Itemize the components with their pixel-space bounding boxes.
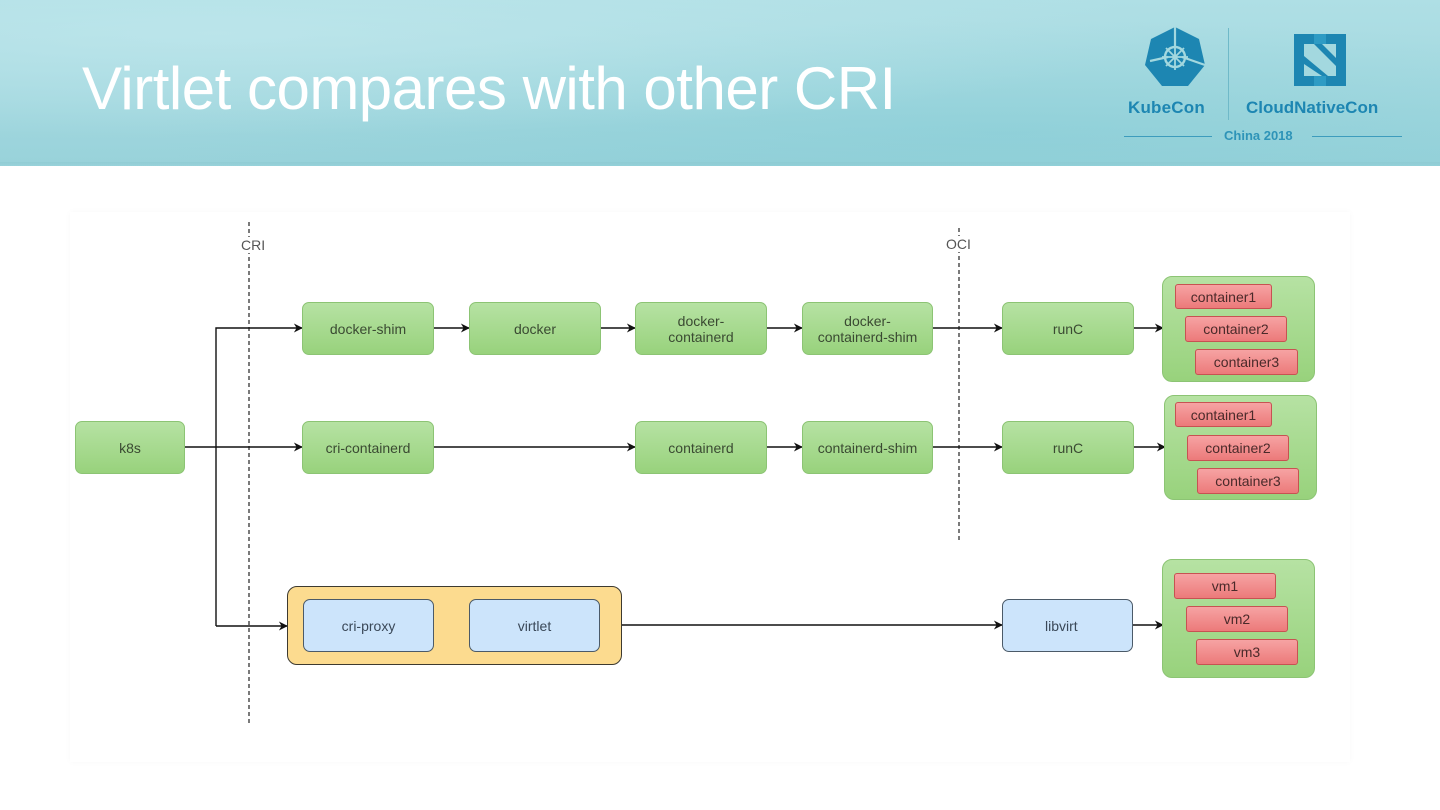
node-label: virtlet <box>517 617 552 634</box>
vm-item[interactable]: vm2 <box>1186 606 1288 632</box>
vm-item[interactable]: vm3 <box>1196 639 1298 665</box>
edition-label: China 2018 <box>1224 128 1293 143</box>
node-label: containerd <box>668 439 734 456</box>
node-label-line2: containerd <box>668 328 734 345</box>
docker-containerd-node[interactable]: docker- containerd <box>635 302 767 355</box>
containerd-node[interactable]: containerd <box>635 421 767 474</box>
node-label-line1: docker- <box>677 312 725 329</box>
container-item[interactable]: container2 <box>1185 316 1287 342</box>
k8s-node[interactable]: k8s <box>75 421 185 474</box>
container-item[interactable]: container3 <box>1195 349 1298 375</box>
node-label: docker <box>513 320 557 337</box>
node-label: container2 <box>1203 321 1269 337</box>
node-label: runC <box>1052 439 1084 456</box>
cri-proxy-node[interactable]: cri-proxy <box>303 599 434 652</box>
node-label: container3 <box>1215 473 1281 489</box>
container-item[interactable]: container3 <box>1197 468 1299 494</box>
node-label: cri-containerd <box>325 439 411 456</box>
oci-boundary-label: OCI <box>945 236 972 252</box>
container-item[interactable]: container2 <box>1187 435 1289 461</box>
kubernetes-logo-icon <box>1145 27 1206 86</box>
conference-logo: KubeCon CloudNativeCon China 2018 <box>1120 24 1410 154</box>
kubecon-wordmark: KubeCon <box>1128 98 1205 117</box>
node-label: runC <box>1052 320 1084 337</box>
node-label: vm3 <box>1233 644 1261 660</box>
node-label: cri-proxy <box>341 617 396 634</box>
container-item[interactable]: container1 <box>1175 402 1272 427</box>
runc-node[interactable]: runC <box>1002 302 1134 355</box>
node-label: k8s <box>119 439 141 456</box>
node-label: docker-shim <box>329 320 407 337</box>
node-label-line2: containerd-shim <box>817 328 918 345</box>
slide-header: Virtlet compares with other CRI KubeCon <box>0 0 1440 166</box>
docker-shim-node[interactable]: docker-shim <box>302 302 434 355</box>
node-label: vm1 <box>1211 578 1239 594</box>
vm-item[interactable]: vm1 <box>1174 573 1276 599</box>
docker-containerd-shim-node[interactable]: docker- containerd-shim <box>802 302 933 355</box>
node-label: container3 <box>1213 354 1280 370</box>
docker-node[interactable]: docker <box>469 302 601 355</box>
cloudnativecon-wordmark: CloudNativeCon <box>1246 98 1379 117</box>
cri-containerd-node[interactable]: cri-containerd <box>302 421 434 474</box>
node-label-line1: docker- <box>844 312 891 329</box>
cncf-logo-icon <box>1294 34 1346 86</box>
connector <box>215 323 303 626</box>
node-label: container1 <box>1190 406 1257 423</box>
virtlet-node[interactable]: virtlet <box>469 599 600 652</box>
slide-title: Virtlet compares with other CRI <box>82 55 896 122</box>
cri-boundary-label: CRI <box>240 237 267 253</box>
runc-node[interactable]: runC <box>1002 421 1134 474</box>
logo-divider <box>1228 28 1229 120</box>
container-item[interactable]: container1 <box>1175 284 1272 309</box>
containerd-shim-node[interactable]: containerd-shim <box>802 421 933 474</box>
node-label: vm2 <box>1223 611 1251 627</box>
node-label: libvirt <box>1045 617 1080 634</box>
node-label: containerd-shim <box>817 439 918 456</box>
node-label: container2 <box>1205 440 1271 456</box>
libvirt-node[interactable]: libvirt <box>1002 599 1133 652</box>
divider-line <box>1312 136 1402 137</box>
node-label: container1 <box>1190 288 1257 305</box>
divider-line <box>1124 136 1212 137</box>
